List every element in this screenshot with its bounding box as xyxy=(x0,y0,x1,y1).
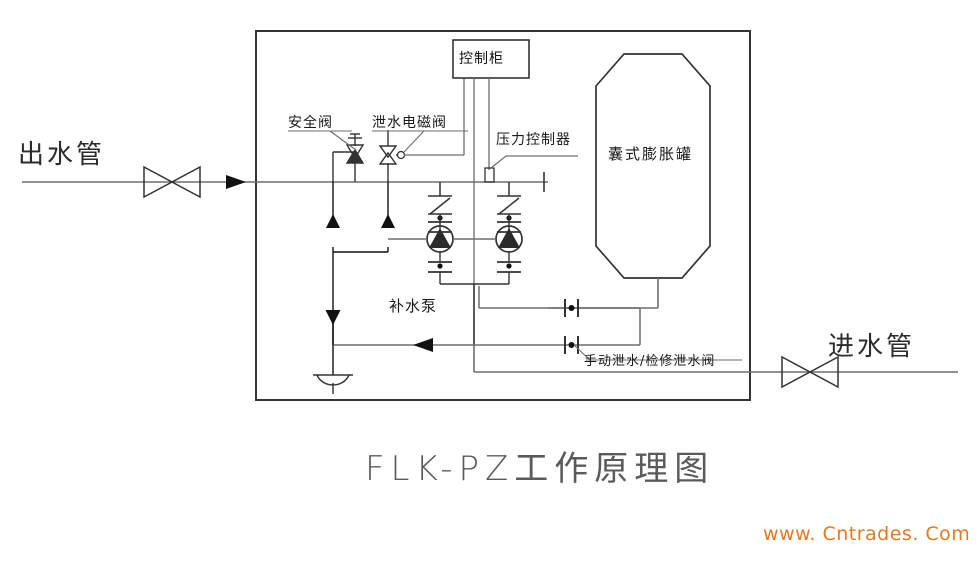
manual-drain-valve-2 xyxy=(333,308,641,354)
pressure-controller-label: 压力控制器 xyxy=(496,132,571,148)
inlet-return-line xyxy=(473,345,750,373)
manual-drain-valve-label: 手动泄水/检修泄水阀 xyxy=(584,354,716,369)
outlet-gate-valve xyxy=(143,165,201,199)
safety-valve xyxy=(332,133,365,182)
makeup-flow-arrow xyxy=(413,338,433,352)
diagram-title: FLK-PZ工作原理图 xyxy=(365,449,715,489)
makeup-water-pump-label: 补水泵 xyxy=(389,297,438,315)
control-cabinet-label: 控制柜 xyxy=(459,51,504,67)
expansion-tank xyxy=(548,53,711,309)
pressure-controller xyxy=(484,155,578,183)
floor-drain xyxy=(313,374,353,394)
safety-valve-label: 安全阀 xyxy=(288,115,333,131)
inlet-gate-valve xyxy=(781,355,839,389)
drain-solenoid-valve-label: 泄水电磁阀 xyxy=(372,115,447,131)
pump-1 xyxy=(426,182,454,284)
manual-drain-valve-1 xyxy=(478,286,640,317)
leader-lines xyxy=(288,130,742,361)
outlet-pipe-label: 出水管 xyxy=(18,140,106,170)
outlet-flow-arrow xyxy=(226,175,246,189)
control-cabinet-box xyxy=(452,39,530,79)
site-watermark: www. Cntrades. Com xyxy=(763,523,971,545)
unit-enclosure xyxy=(255,30,751,401)
pump-2 xyxy=(495,182,523,284)
expansion-tank-label: 囊式膨胀罐 xyxy=(608,145,694,163)
drain-solenoid-valve xyxy=(378,78,465,182)
inlet-pipe-label: 进水管 xyxy=(828,332,916,362)
drain-drop-legs xyxy=(326,182,395,375)
pump-suction-header xyxy=(440,283,509,345)
